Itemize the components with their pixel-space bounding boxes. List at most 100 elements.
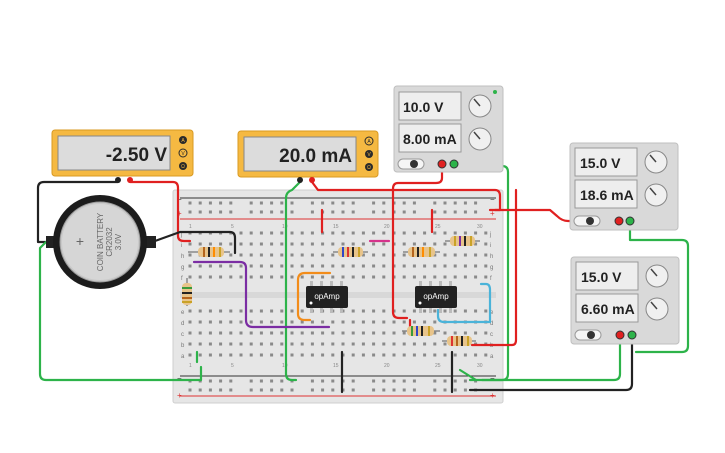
breadboard-hole[interactable] xyxy=(463,309,467,313)
breadboard-hole[interactable] xyxy=(219,379,223,383)
multimeter-voltage[interactable]: -2.50 V A V Ω xyxy=(51,129,194,183)
breadboard-hole[interactable] xyxy=(484,264,488,268)
breadboard-hole[interactable] xyxy=(249,379,253,383)
breadboard-hole[interactable] xyxy=(229,320,233,324)
breadboard-hole[interactable] xyxy=(433,353,437,357)
breadboard-hole[interactable] xyxy=(321,342,325,346)
breadboard-hole[interactable] xyxy=(219,388,223,392)
breadboard-hole[interactable] xyxy=(412,275,416,279)
breadboard-hole[interactable] xyxy=(412,379,416,383)
breadboard-hole[interactable] xyxy=(463,331,467,335)
breadboard-hole[interactable] xyxy=(239,353,243,357)
breadboard-hole[interactable] xyxy=(219,309,223,313)
breadboard-hole[interactable] xyxy=(463,264,467,268)
breadboard-hole[interactable] xyxy=(259,342,263,346)
breadboard-hole[interactable] xyxy=(372,231,376,235)
breadboard-hole[interactable] xyxy=(310,379,314,383)
breadboard-hole[interactable] xyxy=(321,388,325,392)
breadboard-hole[interactable] xyxy=(372,275,376,279)
breadboard-hole[interactable] xyxy=(239,331,243,335)
breadboard-hole[interactable] xyxy=(443,309,447,313)
breadboard-hole[interactable] xyxy=(321,242,325,246)
breadboard-hole[interactable] xyxy=(484,353,488,357)
breadboard-hole[interactable] xyxy=(412,242,416,246)
breadboard-hole[interactable] xyxy=(474,275,478,279)
breadboard-hole[interactable] xyxy=(310,210,314,214)
breadboard-hole[interactable] xyxy=(402,388,406,392)
breadboard-hole[interactable] xyxy=(239,264,243,268)
breadboard-hole[interactable] xyxy=(463,231,467,235)
breadboard-hole[interactable] xyxy=(453,388,457,392)
breadboard-hole[interactable] xyxy=(372,379,376,383)
multimeter-voltage-probe-red[interactable] xyxy=(127,177,133,183)
breadboard-hole[interactable] xyxy=(280,331,284,335)
breadboard-hole[interactable] xyxy=(280,201,284,205)
breadboard-hole[interactable] xyxy=(382,201,386,205)
breadboard-hole[interactable] xyxy=(382,331,386,335)
opamp-1[interactable]: opAmp xyxy=(306,281,348,313)
breadboard-hole[interactable] xyxy=(351,264,355,268)
breadboard-hole[interactable] xyxy=(433,309,437,313)
breadboard-hole[interactable] xyxy=(300,275,304,279)
breadboard-hole[interactable] xyxy=(270,309,274,313)
breadboard-hole[interactable] xyxy=(270,320,274,324)
breadboard-hole[interactable] xyxy=(382,253,386,257)
breadboard-hole[interactable] xyxy=(443,242,447,246)
breadboard-hole[interactable] xyxy=(392,353,396,357)
breadboard-hole[interactable] xyxy=(198,320,202,324)
breadboard-hole[interactable] xyxy=(341,342,345,346)
breadboard-hole[interactable] xyxy=(372,342,376,346)
breadboard-hole[interactable] xyxy=(443,353,447,357)
breadboard-hole[interactable] xyxy=(382,379,386,383)
breadboard-hole[interactable] xyxy=(433,320,437,324)
breadboard-hole[interactable] xyxy=(259,201,263,205)
breadboard-hole[interactable] xyxy=(331,210,335,214)
breadboard-hole[interactable] xyxy=(402,353,406,357)
breadboard-hole[interactable] xyxy=(208,201,212,205)
breadboard-hole[interactable] xyxy=(392,320,396,324)
breadboard-hole[interactable] xyxy=(208,388,212,392)
breadboard-hole[interactable] xyxy=(290,388,294,392)
breadboard-hole[interactable] xyxy=(270,379,274,383)
breadboard-hole[interactable] xyxy=(392,388,396,392)
ps-mid-terminal-positive[interactable] xyxy=(614,216,624,226)
breadboard-hole[interactable] xyxy=(249,342,253,346)
breadboard-hole[interactable] xyxy=(280,342,284,346)
breadboard-hole[interactable] xyxy=(433,379,437,383)
breadboard-hole[interactable] xyxy=(433,388,437,392)
breadboard-hole[interactable] xyxy=(331,201,335,205)
breadboard-hole[interactable] xyxy=(351,242,355,246)
breadboard-hole[interactable] xyxy=(443,388,447,392)
breadboard-hole[interactable] xyxy=(412,201,416,205)
breadboard-hole[interactable] xyxy=(300,242,304,246)
breadboard-hole[interactable] xyxy=(361,264,365,268)
breadboard-hole[interactable] xyxy=(361,231,365,235)
breadboard-hole[interactable] xyxy=(229,242,233,246)
breadboard-hole[interactable] xyxy=(423,264,427,268)
breadboard-hole[interactable] xyxy=(188,309,192,313)
breadboard-hole[interactable] xyxy=(331,253,335,257)
breadboard-hole[interactable] xyxy=(321,264,325,268)
breadboard-hole[interactable] xyxy=(361,275,365,279)
ps-mid-terminal-negative[interactable] xyxy=(625,216,635,226)
breadboard-hole[interactable] xyxy=(229,353,233,357)
breadboard-hole[interactable] xyxy=(198,275,202,279)
opamp-2[interactable]: opAmp xyxy=(415,281,457,313)
breadboard-hole[interactable] xyxy=(453,331,457,335)
breadboard-hole[interactable] xyxy=(331,379,335,383)
breadboard-hole[interactable] xyxy=(484,242,488,246)
breadboard-hole[interactable] xyxy=(219,264,223,268)
breadboard-hole[interactable] xyxy=(290,275,294,279)
breadboard-hole[interactable] xyxy=(290,264,294,268)
breadboard-hole[interactable] xyxy=(198,264,202,268)
breadboard-hole[interactable] xyxy=(259,379,263,383)
breadboard-hole[interactable] xyxy=(361,309,365,313)
breadboard-hole[interactable] xyxy=(300,253,304,257)
breadboard-hole[interactable] xyxy=(300,331,304,335)
breadboard-hole[interactable] xyxy=(382,388,386,392)
breadboard-hole[interactable] xyxy=(321,231,325,235)
breadboard-hole[interactable] xyxy=(198,210,202,214)
breadboard-hole[interactable] xyxy=(453,201,457,205)
breadboard-hole[interactable] xyxy=(198,342,202,346)
breadboard-hole[interactable] xyxy=(239,242,243,246)
